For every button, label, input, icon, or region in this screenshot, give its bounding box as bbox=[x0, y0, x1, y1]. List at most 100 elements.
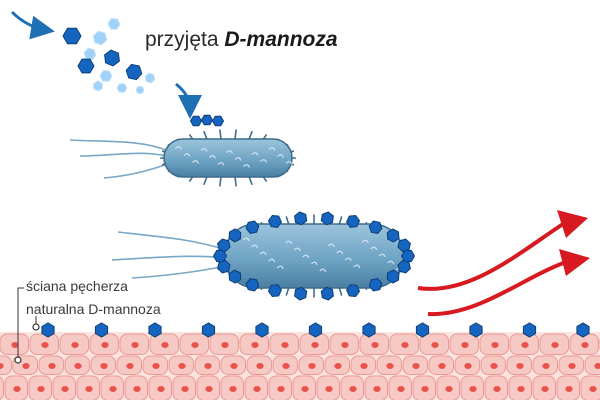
mannose-molecule bbox=[320, 211, 334, 226]
mannose-molecule bbox=[386, 269, 400, 284]
fimbria bbox=[234, 129, 237, 140]
mannose-molecule bbox=[320, 286, 334, 301]
bacterium-body bbox=[163, 138, 293, 178]
cell-nucleus bbox=[469, 386, 477, 392]
cell-nucleus bbox=[341, 342, 349, 348]
epithelial-cell bbox=[584, 355, 600, 375]
bacterium-texture bbox=[234, 157, 242, 161]
cell-nucleus bbox=[230, 363, 238, 369]
mannose-molecule bbox=[362, 322, 376, 338]
cell-nucleus bbox=[490, 363, 498, 369]
natural-d-mannose-molecules bbox=[41, 322, 590, 338]
cell-nucleus bbox=[0, 363, 4, 369]
cell-nucleus bbox=[565, 386, 573, 392]
cell-nucleus bbox=[282, 363, 290, 369]
cell-nucleus bbox=[445, 386, 453, 392]
mannose-molecule bbox=[217, 238, 231, 253]
cell-nucleus bbox=[325, 386, 333, 392]
mannose-molecule bbox=[62, 27, 82, 45]
mannose-molecule bbox=[368, 278, 383, 292]
bacterium-texture bbox=[293, 247, 301, 252]
mannose-molecule bbox=[228, 228, 242, 243]
cell-nucleus bbox=[431, 342, 439, 348]
mannose-molecule bbox=[135, 85, 145, 95]
bacterium-texture bbox=[276, 265, 284, 270]
flagellum bbox=[111, 255, 227, 261]
cell-nucleus bbox=[421, 386, 429, 392]
mannose-molecule bbox=[397, 238, 411, 253]
mannose-molecule bbox=[148, 322, 162, 338]
mannose-molecule bbox=[245, 278, 260, 292]
bacterium-texture bbox=[268, 147, 276, 151]
mannose-molecule bbox=[228, 269, 242, 284]
mannose-molecule bbox=[116, 83, 128, 93]
cell-nucleus bbox=[301, 386, 309, 392]
epithelial-cell bbox=[0, 376, 4, 400]
flagellum bbox=[131, 265, 227, 279]
cell-nucleus bbox=[205, 386, 213, 392]
mannose-molecule bbox=[308, 322, 323, 338]
mannose-molecule bbox=[245, 220, 260, 234]
flagellum bbox=[103, 163, 169, 179]
cell-nucleus bbox=[253, 386, 261, 392]
mannose-molecule bbox=[397, 259, 411, 274]
bladder-wall-cells bbox=[0, 332, 600, 400]
bacterium-texture bbox=[310, 261, 318, 266]
cell-nucleus bbox=[100, 363, 108, 369]
cell-nucleus bbox=[74, 363, 82, 369]
ingested-d-mannose-molecules bbox=[62, 17, 156, 95]
bacterium-texture bbox=[387, 260, 395, 265]
cell-nucleus bbox=[334, 363, 342, 369]
cell-nucleus bbox=[161, 342, 169, 348]
mannose-molecule bbox=[386, 228, 400, 243]
bacterium-texture bbox=[319, 268, 327, 273]
mannose-molecule bbox=[92, 30, 108, 46]
exit-arrow-upper-head bbox=[557, 210, 588, 238]
cell-nucleus bbox=[281, 342, 289, 348]
cell-nucleus bbox=[541, 386, 549, 392]
mannose-molecule bbox=[189, 115, 203, 127]
cell-nucleus bbox=[360, 363, 368, 369]
cell-nucleus bbox=[131, 342, 139, 348]
bacterium-texture bbox=[344, 257, 352, 262]
mannose-molecule bbox=[368, 220, 383, 234]
cell-nucleus bbox=[157, 386, 165, 392]
mannose-molecule bbox=[294, 211, 308, 226]
mannose-molecule bbox=[41, 322, 55, 338]
bacterium-texture bbox=[361, 239, 369, 244]
exit-arrow-upper bbox=[417, 220, 568, 291]
cell-nucleus bbox=[11, 342, 19, 348]
cell-nucleus bbox=[48, 363, 56, 369]
fimbria bbox=[234, 176, 237, 187]
mannose-molecule bbox=[144, 72, 156, 84]
intake-arrow bbox=[10, 10, 55, 40]
flagellum bbox=[79, 152, 167, 157]
bacterium-texture bbox=[353, 264, 361, 269]
title-emphasis: D-mannoza bbox=[224, 28, 338, 51]
cell-nucleus bbox=[71, 342, 79, 348]
label-bracket bbox=[14, 287, 40, 364]
mannose-molecule bbox=[469, 322, 483, 338]
cell-nucleus bbox=[594, 363, 600, 369]
bacterium-texture bbox=[191, 160, 199, 164]
cell-nucleus bbox=[581, 342, 589, 348]
cell-nucleus bbox=[221, 342, 229, 348]
cell-nucleus bbox=[397, 386, 405, 392]
bacterium-texture bbox=[242, 237, 250, 242]
cell-nucleus bbox=[568, 363, 576, 369]
title-prefix: przyjęta bbox=[145, 28, 219, 51]
bacterium-texture bbox=[251, 244, 259, 249]
mannose-molecule bbox=[200, 114, 214, 126]
mannose-molecule bbox=[294, 286, 308, 301]
cell-nucleus bbox=[126, 363, 134, 369]
bacterium-texture bbox=[242, 164, 250, 168]
mannose-molecule bbox=[99, 69, 113, 83]
mannose-molecule bbox=[125, 63, 143, 81]
flagellum bbox=[117, 231, 227, 251]
cell-nucleus bbox=[542, 363, 550, 369]
cell-nucleus bbox=[589, 386, 597, 392]
mannose-molecule bbox=[267, 284, 282, 298]
cell-nucleus bbox=[517, 386, 525, 392]
bacterium-texture bbox=[285, 161, 293, 165]
fimbria bbox=[219, 129, 222, 140]
